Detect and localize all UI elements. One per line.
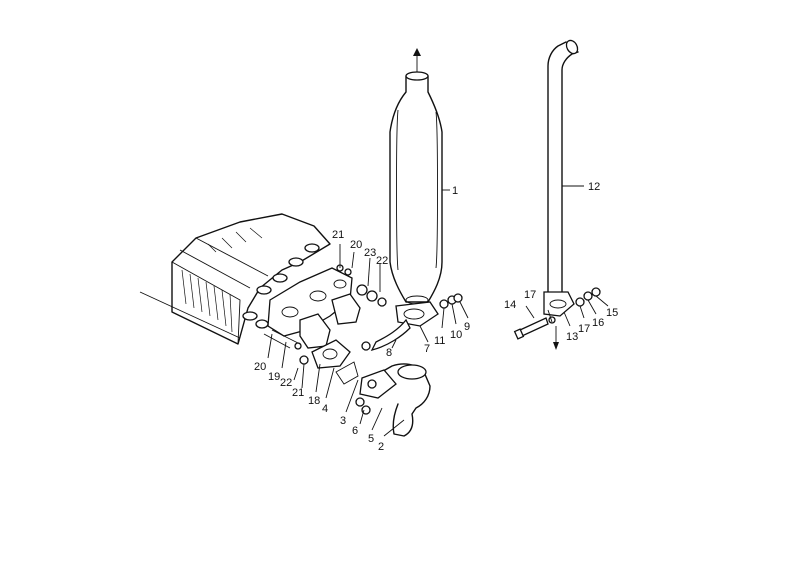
muffler <box>389 48 443 305</box>
muffler-flange <box>361 301 439 351</box>
label-23: 23 <box>364 247 376 259</box>
label-4: 4 <box>322 403 328 415</box>
label-17-left: 17 <box>524 289 536 301</box>
label-7: 7 <box>424 343 430 355</box>
label-22-upper: 22 <box>376 255 388 267</box>
label-2: 2 <box>378 441 384 453</box>
exhaust-manifold <box>267 267 361 349</box>
exhaust-elbow <box>359 363 431 437</box>
tail-pipe-hardware <box>513 287 601 350</box>
label-17-right: 17 <box>578 323 590 335</box>
elbow-flange-gasket <box>311 339 371 415</box>
label-15: 15 <box>606 307 618 319</box>
label-11: 11 <box>434 335 445 347</box>
label-19: 19 <box>268 371 280 383</box>
label-5: 5 <box>368 433 374 445</box>
label-20-lower: 20 <box>254 361 266 373</box>
label-10: 10 <box>450 329 462 341</box>
label-6: 6 <box>352 425 358 437</box>
label-21-upper: 21 <box>332 229 344 241</box>
label-8: 8 <box>386 347 392 359</box>
label-12: 12 <box>588 181 600 193</box>
label-21-lower: 21 <box>292 387 304 399</box>
label-3: 3 <box>340 415 346 427</box>
label-18: 18 <box>308 395 320 407</box>
engine-block <box>139 213 331 345</box>
label-20-upper: 20 <box>350 239 362 251</box>
label-1: 1 <box>452 185 458 197</box>
leader-lines <box>267 185 609 437</box>
label-13: 13 <box>566 331 578 343</box>
label-16: 16 <box>592 317 604 329</box>
callout-labels: 1 12 2 5 6 3 4 18 7 8 11 10 9 14 17 13 1… <box>254 181 618 453</box>
label-14: 14 <box>504 299 516 311</box>
muffler-hardware <box>439 293 463 309</box>
label-9: 9 <box>464 321 470 333</box>
tail-pipe <box>543 39 579 317</box>
label-22-lower: 22 <box>280 377 292 389</box>
